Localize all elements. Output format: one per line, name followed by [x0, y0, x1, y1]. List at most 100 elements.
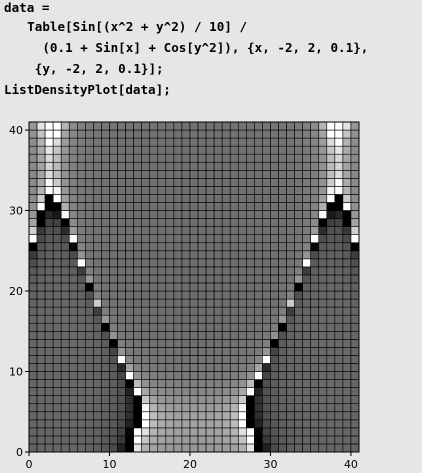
density-cell [334, 371, 344, 380]
density-cell [93, 435, 102, 445]
density-cell [157, 355, 167, 364]
density-cell [68, 194, 78, 203]
density-cell [85, 234, 94, 244]
density-cell [157, 274, 167, 284]
density-cell [109, 186, 118, 195]
density-cell [334, 210, 344, 219]
density-cell [221, 290, 231, 300]
code-cell[interactable]: data = Table[Sin[(x^2 + y^2) / 10] / (0.… [4, 0, 422, 110]
density-cell [294, 282, 303, 292]
density-cell [302, 218, 312, 227]
density-cell [350, 347, 360, 356]
density-cell [165, 306, 175, 316]
density-cell [149, 202, 159, 211]
density-cell [205, 306, 215, 316]
density-cell [109, 339, 118, 348]
density-cell [28, 129, 38, 139]
density-cell [237, 129, 247, 139]
density-cell [286, 330, 295, 340]
density-cell [173, 339, 183, 348]
density-cell [342, 435, 352, 445]
density-cell [133, 169, 142, 179]
density-cell [125, 226, 134, 235]
density-cell [302, 363, 312, 372]
density-cell [262, 250, 271, 260]
density-cell [310, 153, 320, 163]
density-cell [173, 347, 183, 356]
density-cell [342, 419, 352, 429]
density-cell [318, 298, 328, 308]
density-cell [254, 290, 263, 300]
density-cell [262, 435, 271, 445]
density-cell [221, 194, 231, 203]
density-cell [165, 242, 175, 252]
density-cell [36, 202, 46, 211]
density-cell [197, 371, 207, 380]
density-cell [85, 186, 94, 195]
density-cell [318, 161, 328, 171]
density-cell [52, 153, 62, 163]
density-cell [68, 274, 78, 284]
density-cell [60, 153, 70, 163]
density-cell [133, 379, 142, 388]
density-cell [270, 210, 279, 219]
density-cell [109, 145, 118, 155]
density-cell [262, 145, 271, 155]
density-cell [28, 274, 38, 284]
density-cell [165, 379, 175, 388]
density-cell [213, 226, 223, 235]
density-cell [133, 258, 142, 268]
density-cell [189, 403, 199, 413]
density-cell [157, 314, 167, 324]
density-cell [221, 210, 231, 219]
density-cell [213, 210, 223, 219]
density-cell [101, 411, 110, 421]
density-cell [28, 194, 38, 203]
density-cell [173, 234, 183, 244]
density-cell [125, 186, 134, 195]
density-cell [237, 347, 247, 356]
density-cell [221, 145, 231, 155]
density-cell [133, 443, 142, 453]
density-cell [28, 371, 38, 380]
density-cell [181, 403, 191, 413]
density-cell [60, 330, 70, 340]
density-cell [286, 347, 295, 356]
density-cell [326, 371, 336, 380]
density-cell [205, 121, 215, 131]
density-cell [28, 169, 38, 179]
density-cell [270, 379, 279, 388]
density-cell [213, 330, 223, 340]
density-cell [221, 403, 231, 413]
density-cell [246, 314, 255, 324]
density-cell [189, 443, 199, 453]
density-cell [342, 290, 352, 300]
density-cell [149, 290, 159, 300]
density-cell [197, 274, 207, 284]
density-cell [213, 234, 223, 244]
density-cell [270, 121, 279, 131]
density-cell [229, 330, 239, 340]
density-cell [28, 298, 38, 308]
density-cell [221, 169, 231, 179]
density-cell [28, 282, 38, 292]
density-cell [294, 427, 303, 437]
density-cell [221, 339, 231, 348]
density-cell [221, 234, 231, 244]
density-cell [157, 161, 167, 171]
density-cell [85, 306, 94, 316]
density-cell [93, 427, 102, 437]
density-cell [125, 314, 134, 324]
density-cell [85, 298, 94, 308]
density-cell [141, 210, 151, 219]
density-cell [205, 194, 215, 203]
density-cell [294, 242, 303, 252]
density-cell [278, 129, 287, 139]
density-cell [254, 121, 263, 131]
density-cell [237, 322, 247, 332]
density-cell [85, 258, 94, 268]
density-cell [229, 427, 239, 437]
density-cell [109, 347, 118, 356]
density-cell [173, 242, 183, 252]
density-cell [101, 347, 110, 356]
